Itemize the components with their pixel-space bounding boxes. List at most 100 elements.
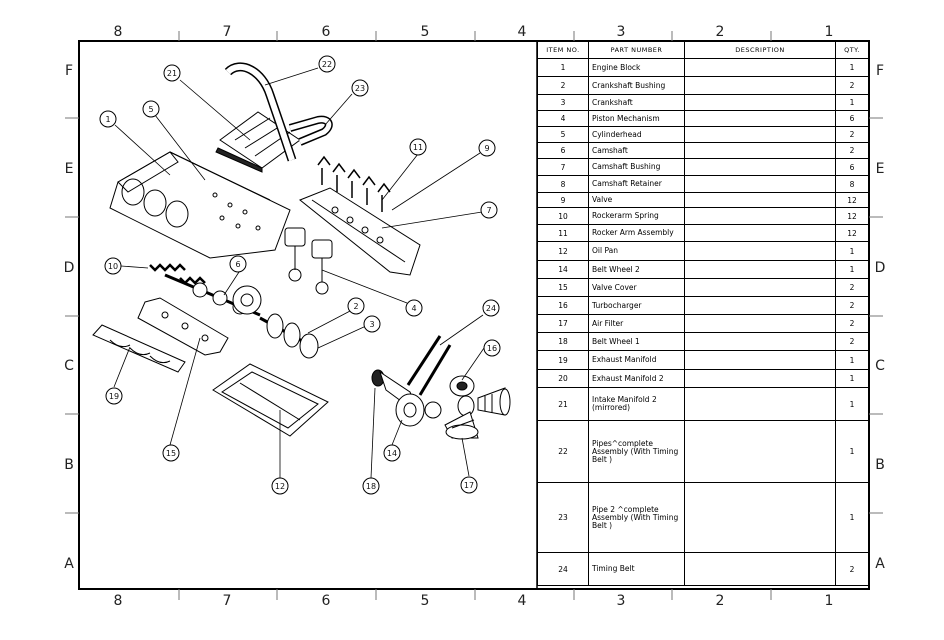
- description-cell: [684, 224, 836, 242]
- item-number-cell: 7: [537, 158, 589, 176]
- item-number-cell: 17: [537, 314, 589, 333]
- item-number-cell: 22: [537, 420, 589, 483]
- callout-number: 21: [167, 69, 177, 78]
- item-number-cell: 20: [537, 369, 589, 388]
- valve-cover-part: [137, 297, 229, 356]
- callout-balloon: 5: [142, 100, 160, 118]
- part-number-cell: Crankshaft: [588, 94, 685, 111]
- row-label: D: [64, 260, 75, 276]
- qty-cell: 6: [835, 110, 869, 127]
- callout-balloon: 7: [480, 201, 498, 219]
- col-label: 3: [617, 24, 626, 40]
- belt-wheel-2-part: [395, 393, 442, 427]
- qty-cell: 6: [835, 158, 869, 176]
- item-number-cell: 5: [537, 126, 589, 143]
- description-cell: [684, 126, 836, 143]
- item-number-cell: 21: [537, 387, 589, 421]
- callout-number: 14: [387, 449, 397, 458]
- description-cell: [684, 314, 836, 333]
- callout-balloon: 21: [163, 64, 181, 82]
- description-cell: [684, 296, 836, 315]
- callout-balloon: 14: [383, 444, 401, 462]
- callout-number: 11: [413, 143, 423, 152]
- row-label: A: [875, 556, 885, 572]
- callout-number: 5: [148, 105, 153, 114]
- callout-balloon: 23: [351, 79, 369, 97]
- part-number-cell: Exhaust Manifold: [588, 350, 685, 370]
- callout-balloon: 4: [405, 299, 423, 317]
- engine-block-part: [109, 151, 291, 259]
- callout-number: 6: [235, 260, 240, 269]
- description-cell: [684, 142, 836, 159]
- timing-belt-part: [406, 335, 452, 396]
- part-number-cell: Rocker Arm Assembly: [588, 224, 685, 242]
- item-number-cell: 19: [537, 350, 589, 370]
- callout-balloon: 22: [318, 55, 336, 73]
- part-number-cell: Valve Cover: [588, 278, 685, 297]
- callout-number: 7: [486, 206, 491, 215]
- table-header-row: ITEM NO. PART NUMBER DESCRIPTION QTY.: [537, 41, 869, 59]
- qty-cell: 1: [835, 94, 869, 111]
- qty-cell: 2: [835, 142, 869, 159]
- description-cell: [684, 260, 836, 279]
- description-cell: [684, 158, 836, 176]
- callout-number: 12: [275, 482, 285, 491]
- description-cell: [684, 192, 836, 208]
- callout-number: 24: [486, 304, 496, 313]
- row-label: E: [876, 161, 885, 177]
- callout-balloon: 2: [347, 297, 365, 315]
- callout-balloon: 24: [482, 299, 500, 317]
- description-cell: [684, 94, 836, 111]
- row-labels-left: F E D C B A: [64, 63, 75, 572]
- callout-number: 23: [355, 84, 365, 93]
- callout-number: 10: [108, 262, 118, 271]
- qty-cell: 12: [835, 207, 869, 225]
- part-number-cell: Cylinderhead: [588, 126, 685, 143]
- part-number-cell: Belt Wheel 2: [588, 260, 685, 279]
- part-number-cell: Exhaust Manifold 2: [588, 369, 685, 388]
- item-number-cell: 2: [537, 76, 589, 95]
- piston-part: [284, 227, 333, 295]
- description-cell: [684, 110, 836, 127]
- col-label: 2: [716, 24, 725, 40]
- oil-pan-part: [212, 363, 329, 437]
- qty-cell: 2: [835, 278, 869, 297]
- item-number-cell: 10: [537, 207, 589, 225]
- part-number-cell: Oil Pan: [588, 241, 685, 261]
- callout-balloon: 16: [483, 339, 501, 357]
- callout-number: 9: [484, 144, 489, 153]
- row-label: A: [64, 556, 74, 572]
- item-number-cell: 6: [537, 142, 589, 159]
- qty-cell: 2: [835, 76, 869, 95]
- part-number-cell: Valve: [588, 192, 685, 208]
- description-cell: [684, 207, 836, 225]
- callout-number: 19: [109, 392, 119, 401]
- turbocharger-part: [449, 375, 475, 417]
- intake-manifold-part: [215, 111, 301, 173]
- sheet-border: [78, 40, 870, 590]
- row-label: F: [65, 63, 73, 79]
- qty-cell: 2: [835, 332, 869, 351]
- air-filter-part: [444, 387, 511, 440]
- qty-cell: 1: [835, 58, 869, 77]
- callout-number: 15: [166, 449, 176, 458]
- item-number-cell: 16: [537, 296, 589, 315]
- item-number-cell: 23: [537, 482, 589, 553]
- part-number-cell: Pipe 2 ^complete Assembly (With Timing B…: [588, 482, 685, 553]
- item-number-cell: 8: [537, 175, 589, 193]
- qty-cell: 1: [835, 420, 869, 483]
- row-label: B: [64, 457, 74, 473]
- part-number-cell: Turbocharger: [588, 296, 685, 315]
